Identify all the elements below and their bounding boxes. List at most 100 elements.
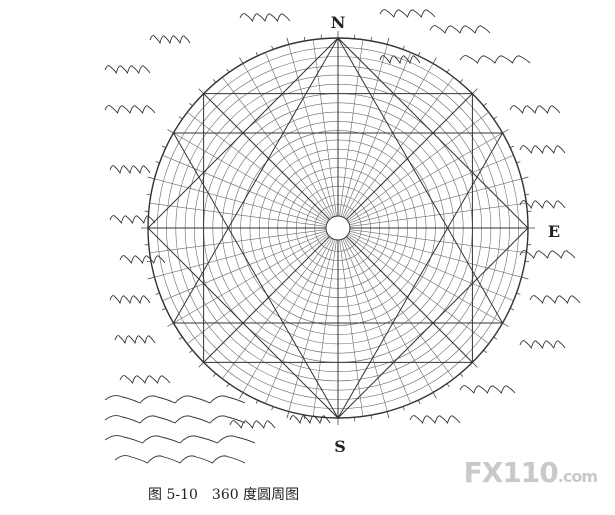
outer-tick-40 <box>483 349 487 353</box>
handwriting-scribble-7 <box>519 145 566 155</box>
handwriting-scribble-19 <box>114 335 156 345</box>
outer-tick-145 <box>178 336 183 340</box>
spoke-67.5 <box>342 238 411 404</box>
spoke-52.5 <box>345 237 454 379</box>
spoke-307.5 <box>345 77 454 219</box>
handwriting-scribble-11 <box>519 340 566 350</box>
outer-tick-235 <box>226 68 230 73</box>
handwriting-scribble-23 <box>104 435 256 444</box>
outer-tick-115 <box>255 400 259 404</box>
outer-tick-350 <box>525 193 530 196</box>
outer-tick-225 <box>198 88 204 94</box>
spoke-337.5 <box>348 155 514 224</box>
outer-tick-215 <box>178 116 183 120</box>
outer-tick-25 <box>510 307 514 311</box>
handwritten-annotations <box>104 9 581 464</box>
outer-tick-135 <box>198 362 204 368</box>
handwriting-scribble-17 <box>119 255 166 265</box>
circle-wheel <box>141 31 535 425</box>
spoke-217.5 <box>187 112 329 221</box>
spoke-210 <box>173 132 328 223</box>
spoke-150 <box>173 233 328 324</box>
spoke-82.5 <box>339 239 364 417</box>
figure-caption: 图 5-10 360 度圆周图 <box>148 484 313 504</box>
spoke-240 <box>242 63 333 218</box>
outer-tick-65 <box>417 400 421 404</box>
handwriting-scribble-10 <box>529 295 581 304</box>
spoke-7.5 <box>349 229 527 254</box>
spoke-22.5 <box>348 232 514 301</box>
outer-tick-295 <box>417 52 421 56</box>
outer-tick-80 <box>370 415 373 420</box>
handwriting-scribble-22 <box>104 415 246 424</box>
outer-tick-210 <box>167 129 174 134</box>
outer-tick-305 <box>446 68 450 73</box>
outer-tick-110 <box>271 406 274 411</box>
spoke-232.5 <box>222 77 331 219</box>
outer-tick-55 <box>446 383 450 388</box>
spoke-105 <box>288 239 336 412</box>
compass-east: E <box>548 222 560 241</box>
outer-tick-200 <box>155 161 160 164</box>
handwriting-scribble-14 <box>104 105 156 114</box>
spoke-187.5 <box>149 202 327 227</box>
outer-tick-160 <box>155 292 160 295</box>
spoke-247.5 <box>265 52 334 218</box>
spoke-120 <box>242 238 333 393</box>
spoke-172.5 <box>149 229 327 254</box>
outer-tick-105 <box>286 411 290 419</box>
handwriting-scribble-3 <box>379 9 436 18</box>
spoke-37.5 <box>347 235 489 344</box>
handwriting-scribble-2 <box>239 13 291 22</box>
outer-tick-140 <box>189 349 193 353</box>
spoke-157.5 <box>162 232 328 301</box>
handwriting-scribble-21 <box>104 395 246 404</box>
spoke-15 <box>349 230 522 278</box>
spoke-75 <box>340 239 388 412</box>
outer-tick-190 <box>146 193 151 196</box>
outer-tick-130 <box>213 373 217 377</box>
spoke-135 <box>203 236 330 363</box>
outer-tick-120 <box>239 392 244 399</box>
outer-tick-150 <box>167 322 174 327</box>
outer-tick-290 <box>402 45 405 50</box>
outer-tick-335 <box>510 145 514 149</box>
handwriting-scribble-5 <box>459 55 531 64</box>
outer-tick-330 <box>502 129 509 134</box>
outer-tick-45 <box>472 362 478 368</box>
outer-tick-15 <box>521 276 529 280</box>
figure-title: 360 度圆周图 <box>211 487 300 503</box>
spoke-345 <box>349 178 522 226</box>
spoke-112.5 <box>265 238 334 404</box>
handwriting-scribble-18 <box>109 295 151 305</box>
spoke-277.5 <box>339 39 364 217</box>
outer-tick-280 <box>370 36 373 41</box>
spoke-300 <box>343 63 434 218</box>
inscribed-triangle-up <box>172 36 504 324</box>
outer-tick-315 <box>472 88 478 94</box>
center-ring <box>325 215 351 241</box>
spoke-45 <box>346 236 473 363</box>
outer-tick-155 <box>162 307 166 311</box>
spoke-322.5 <box>347 112 489 221</box>
spoke-292.5 <box>342 52 411 218</box>
watermark-brand: FX110 <box>463 456 559 489</box>
outer-tick-50 <box>459 373 463 377</box>
figure-number: 图 5-10 <box>148 487 198 503</box>
outer-tick-300 <box>432 57 437 64</box>
spoke-255 <box>288 44 336 217</box>
outer-tick-310 <box>459 79 463 83</box>
spoke-330 <box>348 132 503 223</box>
handwriting-scribble-4 <box>429 25 491 34</box>
spoke-30 <box>348 233 503 324</box>
spoke-225 <box>203 93 330 220</box>
handwriting-scribble-6 <box>509 105 561 114</box>
outer-tick-70 <box>402 406 405 411</box>
outer-tick-75 <box>386 411 390 419</box>
outer-tick-20 <box>516 292 521 295</box>
handwriting-scribble-1 <box>149 35 191 45</box>
handwriting-scribble-13 <box>409 415 461 424</box>
outer-tick-345 <box>521 176 529 180</box>
compass-south: S <box>334 437 346 456</box>
handwriting-scribble-9 <box>519 250 576 259</box>
